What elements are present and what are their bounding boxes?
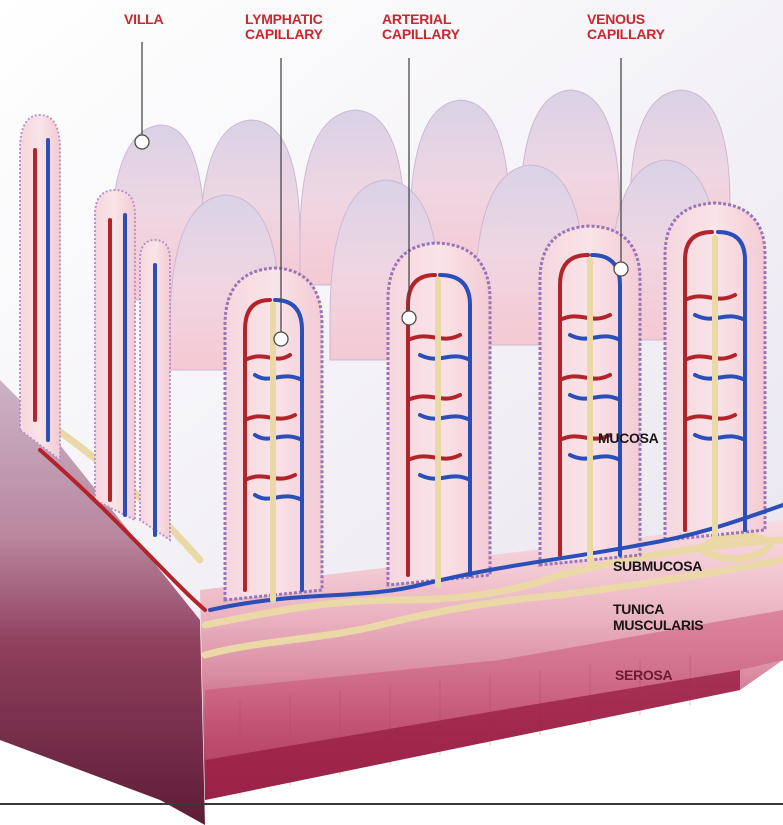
mucosa-label: MUCOSA [598, 430, 658, 446]
bottom-rule [0, 803, 783, 805]
arterial-capillary-label: ARTERIAL CAPILLARY [382, 12, 460, 42]
villa-label: VILLA [124, 12, 163, 27]
lymphatic-capillary-label: LYMPHATIC CAPILLARY [245, 12, 323, 42]
serosa-label: SEROSA [615, 667, 672, 683]
submucosa-label: SUBMUCOSA [613, 558, 702, 574]
venous-capillary-label: VENOUS CAPILLARY [587, 12, 665, 42]
tunica-muscularis-label: TUNICA MUSCULARIS [613, 601, 703, 633]
